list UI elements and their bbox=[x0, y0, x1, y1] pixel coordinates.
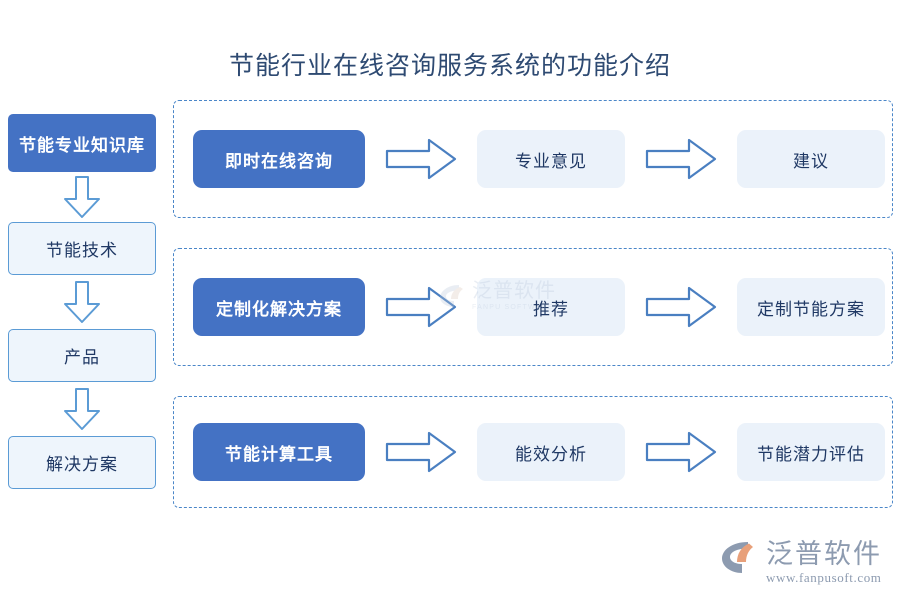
feature-node-primary[interactable]: 即时在线咨询 bbox=[193, 130, 365, 188]
feature-node-result[interactable]: 建议 bbox=[737, 130, 885, 188]
sidebar-item-label: 节能技术 bbox=[46, 241, 118, 260]
arrow-right-icon bbox=[645, 431, 717, 473]
brand-logo-text: 泛普软件 www.fanpusoft.com bbox=[766, 538, 882, 586]
brand-url: www.fanpusoft.com bbox=[766, 570, 882, 585]
feature-node-label: 专业意见 bbox=[515, 151, 587, 171]
arrow-down-icon bbox=[64, 281, 100, 323]
feature-node-result[interactable]: 定制节能方案 bbox=[737, 278, 885, 336]
sidebar-connector-2 bbox=[8, 275, 156, 329]
row-connector-2 bbox=[625, 137, 737, 181]
arrow-right-icon bbox=[385, 286, 457, 328]
feature-node-result[interactable]: 节能潜力评估 bbox=[737, 423, 885, 481]
row-connector-1 bbox=[365, 137, 477, 181]
feature-row-calculator: 节能计算工具 能效分析 节能潜力评估 bbox=[173, 396, 893, 508]
sidebar-item-label: 产品 bbox=[64, 348, 100, 367]
sidebar-item-product[interactable]: 产品 bbox=[8, 329, 156, 382]
feature-node-label: 定制节能方案 bbox=[757, 299, 865, 319]
brand-name: 泛普软件 bbox=[766, 538, 882, 569]
brand-logo: 泛普软件 www.fanpusoft.com bbox=[720, 538, 882, 586]
row-connector-1 bbox=[365, 430, 477, 474]
feature-node-label: 节能计算工具 bbox=[225, 444, 333, 464]
feature-node-label: 即时在线咨询 bbox=[225, 151, 333, 171]
arrow-down-icon bbox=[64, 388, 100, 430]
feature-node-label: 推荐 bbox=[533, 299, 569, 319]
row-connector-2 bbox=[625, 285, 737, 329]
sidebar-item-solution[interactable]: 解决方案 bbox=[8, 436, 156, 489]
feature-node-primary[interactable]: 节能计算工具 bbox=[193, 423, 365, 481]
sidebar-connector-3 bbox=[8, 382, 156, 436]
feature-node-label: 节能潜力评估 bbox=[757, 444, 865, 464]
page-title: 节能行业在线咨询服务系统的功能介绍 bbox=[228, 53, 671, 80]
sidebar-item-label: 解决方案 bbox=[46, 455, 118, 474]
feature-node-label: 定制化解决方案 bbox=[216, 299, 342, 319]
sidebar-item-knowledge-base[interactable]: 节能专业知识库 bbox=[8, 114, 156, 172]
feature-node-label: 能效分析 bbox=[515, 444, 587, 464]
sidebar-item-label: 节能专业知识库 bbox=[19, 135, 145, 155]
sidebar-connector-1 bbox=[8, 172, 156, 222]
sidebar-item-technology[interactable]: 节能技术 bbox=[8, 222, 156, 275]
sidebar-flow: 节能专业知识库 节能技术 产品 解决方案 bbox=[8, 114, 156, 489]
arrow-down-icon bbox=[64, 176, 100, 218]
feature-node-step[interactable]: 能效分析 bbox=[477, 423, 625, 481]
arrow-right-icon bbox=[645, 286, 717, 328]
feature-node-step[interactable]: 专业意见 bbox=[477, 130, 625, 188]
feature-node-label: 建议 bbox=[793, 151, 829, 171]
fanpu-logo-icon bbox=[722, 541, 753, 573]
feature-node-primary[interactable]: 定制化解决方案 bbox=[193, 278, 365, 336]
arrow-right-icon bbox=[385, 431, 457, 473]
feature-row-consultation: 即时在线咨询 专业意见 建议 bbox=[173, 100, 893, 218]
feature-node-step[interactable]: 推荐 bbox=[477, 278, 625, 336]
row-connector-2 bbox=[625, 430, 737, 474]
arrow-right-icon bbox=[385, 138, 457, 180]
arrow-right-icon bbox=[645, 138, 717, 180]
feature-row-custom-solution: 定制化解决方案 推荐 定制节能方案 bbox=[173, 248, 893, 366]
row-connector-1 bbox=[365, 285, 477, 329]
